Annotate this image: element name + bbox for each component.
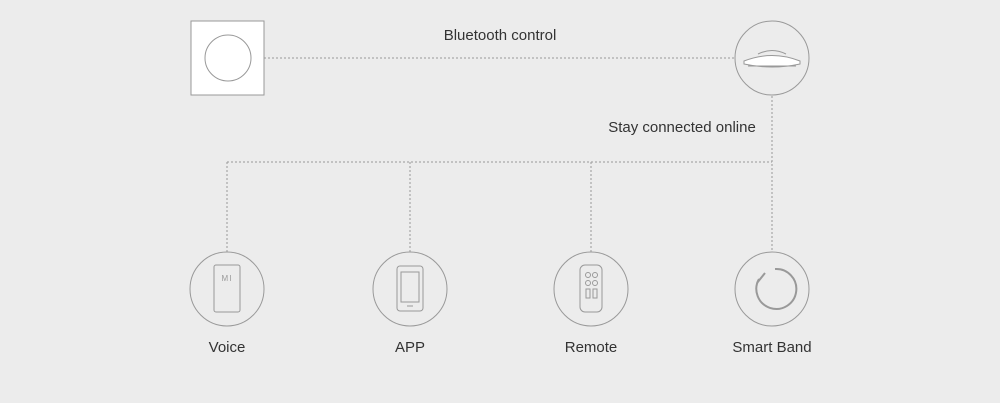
wall-switch-icon [190,20,265,96]
stay-connected-label: Stay connected online [608,119,756,136]
smart-band-icon [734,251,810,327]
connector-lines [226,57,773,252]
smart-band-label: Smart Band [732,339,812,356]
smartphone-icon [372,251,448,327]
mi-brand-text: MI [221,274,233,283]
remote-control-icon [553,251,629,327]
ceiling-light-icon [734,20,810,96]
remote-label: Remote [564,339,618,356]
bluetooth-control-label: Bluetooth control [443,27,557,44]
phone-mi-icon [189,251,265,327]
voice-label: Voice [208,339,246,356]
app-label: APP [394,339,426,356]
